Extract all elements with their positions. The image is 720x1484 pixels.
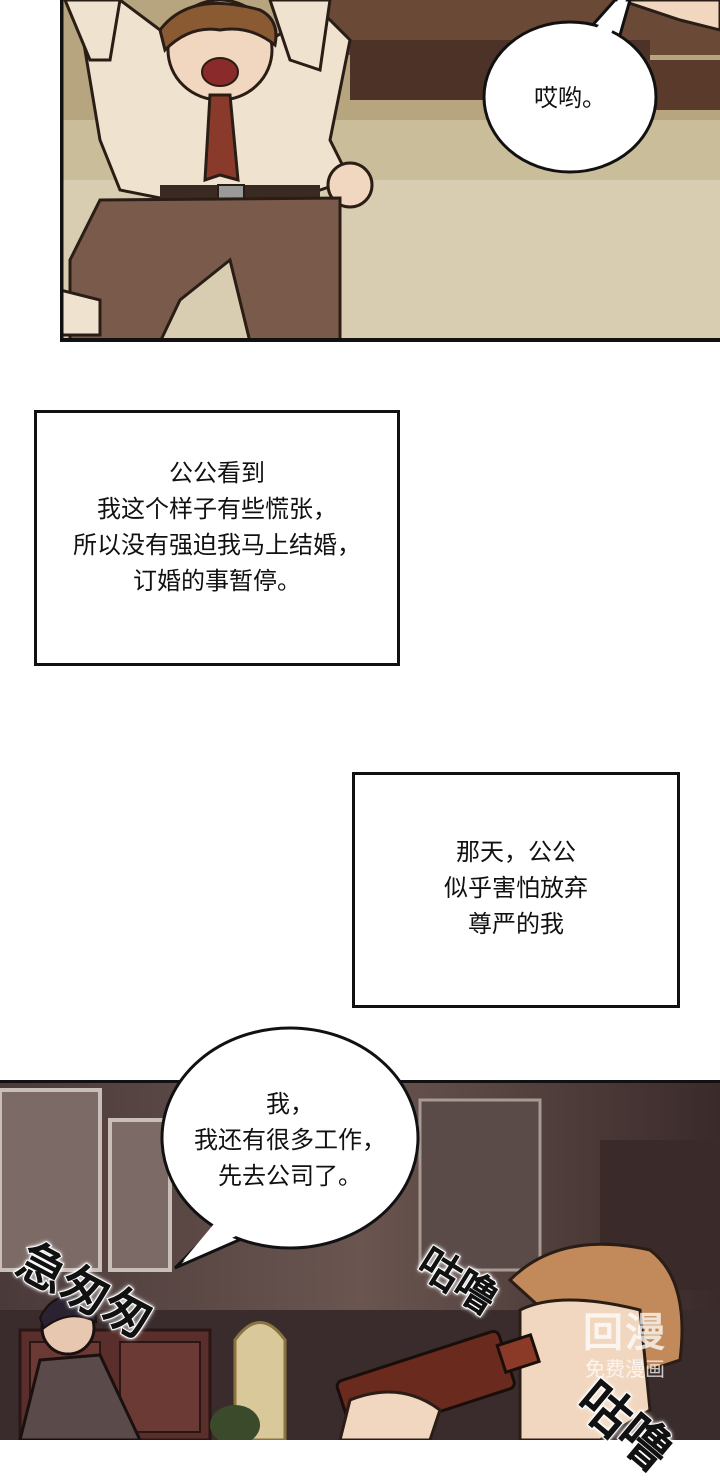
speech-text-work: 我， 我还有很多工作， 先去公司了。 <box>160 1086 420 1194</box>
narration-text-2: 那天，公公 似乎害怕放弃 尊严的我 <box>352 834 680 942</box>
narration-2-line-1: 那天，公公 <box>352 834 680 870</box>
watermark-text: 免费漫画 <box>560 1356 690 1382</box>
speech-text-ouch: 哎哟。 <box>480 80 660 116</box>
narration-2-line-2: 似乎害怕放弃 <box>352 870 680 906</box>
narration-1-line-4: 订婚的事暂停。 <box>34 563 400 599</box>
narration-2-line-3: 尊严的我 <box>352 906 680 942</box>
narration-1-line-1: 公公看到 <box>34 455 400 491</box>
speech-line-1: 我， <box>160 1086 420 1122</box>
narration-1-line-2: 我这个样子有些慌张， <box>34 491 400 527</box>
watermark-logo: 回漫 <box>560 1310 690 1356</box>
speech-line-3: 先去公司了。 <box>160 1158 420 1194</box>
narration-1-line-3: 所以没有强迫我马上结婚， <box>34 527 400 563</box>
speech-line-2: 我还有很多工作， <box>160 1122 420 1158</box>
narration-text-1: 公公看到 我这个样子有些慌张， 所以没有强迫我马上结婚， 订婚的事暂停。 <box>34 455 400 599</box>
watermark: 回漫 免费漫画 <box>560 1310 690 1382</box>
